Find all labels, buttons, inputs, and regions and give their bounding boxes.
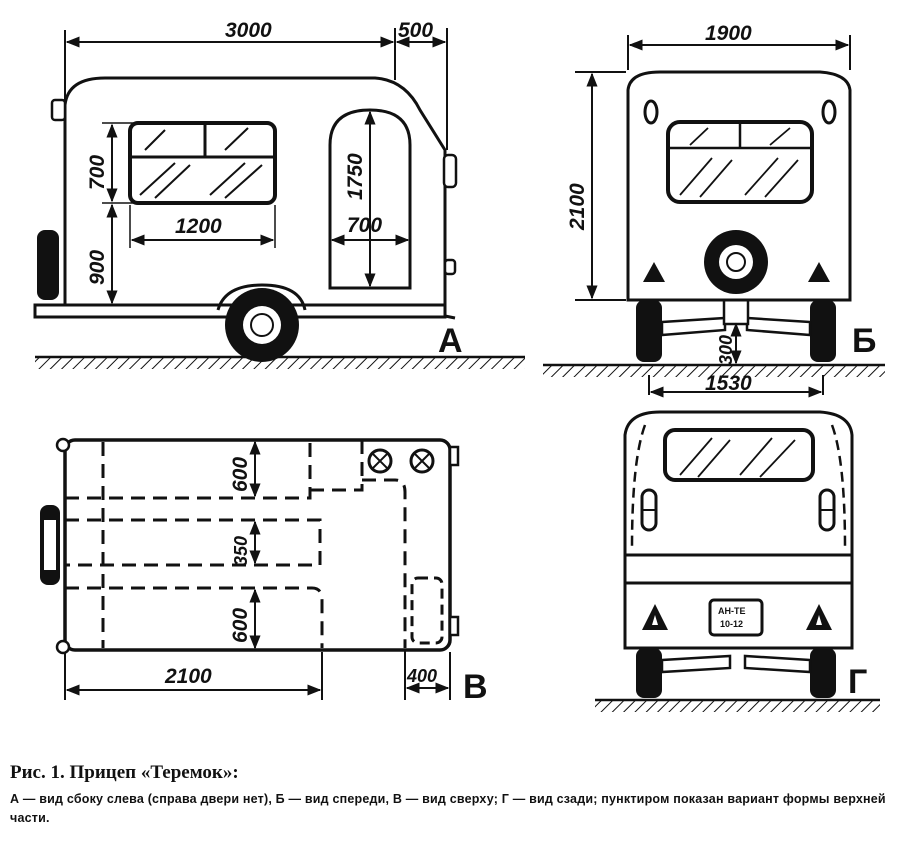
ground-front <box>543 365 885 377</box>
caption-title: Рис. 1. Прицеп «Теремок»: <box>10 762 239 783</box>
top-view: 600 350 600 2100 400 В <box>40 437 488 706</box>
top-body <box>63 438 452 652</box>
dim-bunk-top: 600 <box>229 457 252 492</box>
rear-lamp-side <box>442 153 458 189</box>
dim-window-sill: 900 <box>86 250 109 285</box>
dim-length-side: 3000 <box>225 19 272 42</box>
dim-clearance: 300 <box>716 335 736 365</box>
panel-label-g: Г <box>848 663 867 701</box>
trailer-drawing: 3000 500 700 900 1200 1750 700 А <box>33 19 885 712</box>
rear-window <box>663 428 815 482</box>
rear-view: АН-ТЕ 10-12 Г <box>595 410 880 712</box>
dim-aisle: 350 <box>231 536 251 566</box>
caption-text: А — вид сбоку слева (справа двери нет), … <box>10 792 886 825</box>
dim-track: 1530 <box>705 372 752 395</box>
ground-rear <box>595 700 880 712</box>
dim-window-height: 700 <box>86 155 109 190</box>
dim-length-top: 2100 <box>164 665 212 688</box>
panel-label-b: Б <box>852 322 876 360</box>
dim-width-front: 1900 <box>705 22 752 45</box>
dim-drawbar-top: 400 <box>406 666 437 686</box>
side-view: 3000 500 700 900 1200 1750 700 А <box>33 19 525 369</box>
dim-height-front: 2100 <box>566 183 589 231</box>
panel-label-a: А <box>438 322 463 360</box>
panel-label-v: В <box>463 668 488 706</box>
figure-caption: Рис. 1. Прицеп «Теремок»: А — вид сбоку … <box>10 762 895 828</box>
side-wheel <box>216 283 307 362</box>
front-view: 1900 2100 300 1530 Б <box>543 22 885 398</box>
plate-line-1: АН-ТЕ <box>718 606 746 616</box>
dim-window-width: 1200 <box>175 215 222 238</box>
ground-side <box>35 357 525 369</box>
license-plate <box>708 598 764 637</box>
plate-line-2: 10-12 <box>720 619 743 629</box>
dim-bunk-bottom: 600 <box>229 608 252 643</box>
dim-door-height: 1750 <box>344 153 367 200</box>
dim-drawbar-side: 500 <box>398 19 433 42</box>
spare-wheel-side <box>37 230 59 300</box>
dim-door-width: 700 <box>347 214 382 237</box>
side-window <box>128 121 277 205</box>
side-marker-light <box>50 98 67 122</box>
